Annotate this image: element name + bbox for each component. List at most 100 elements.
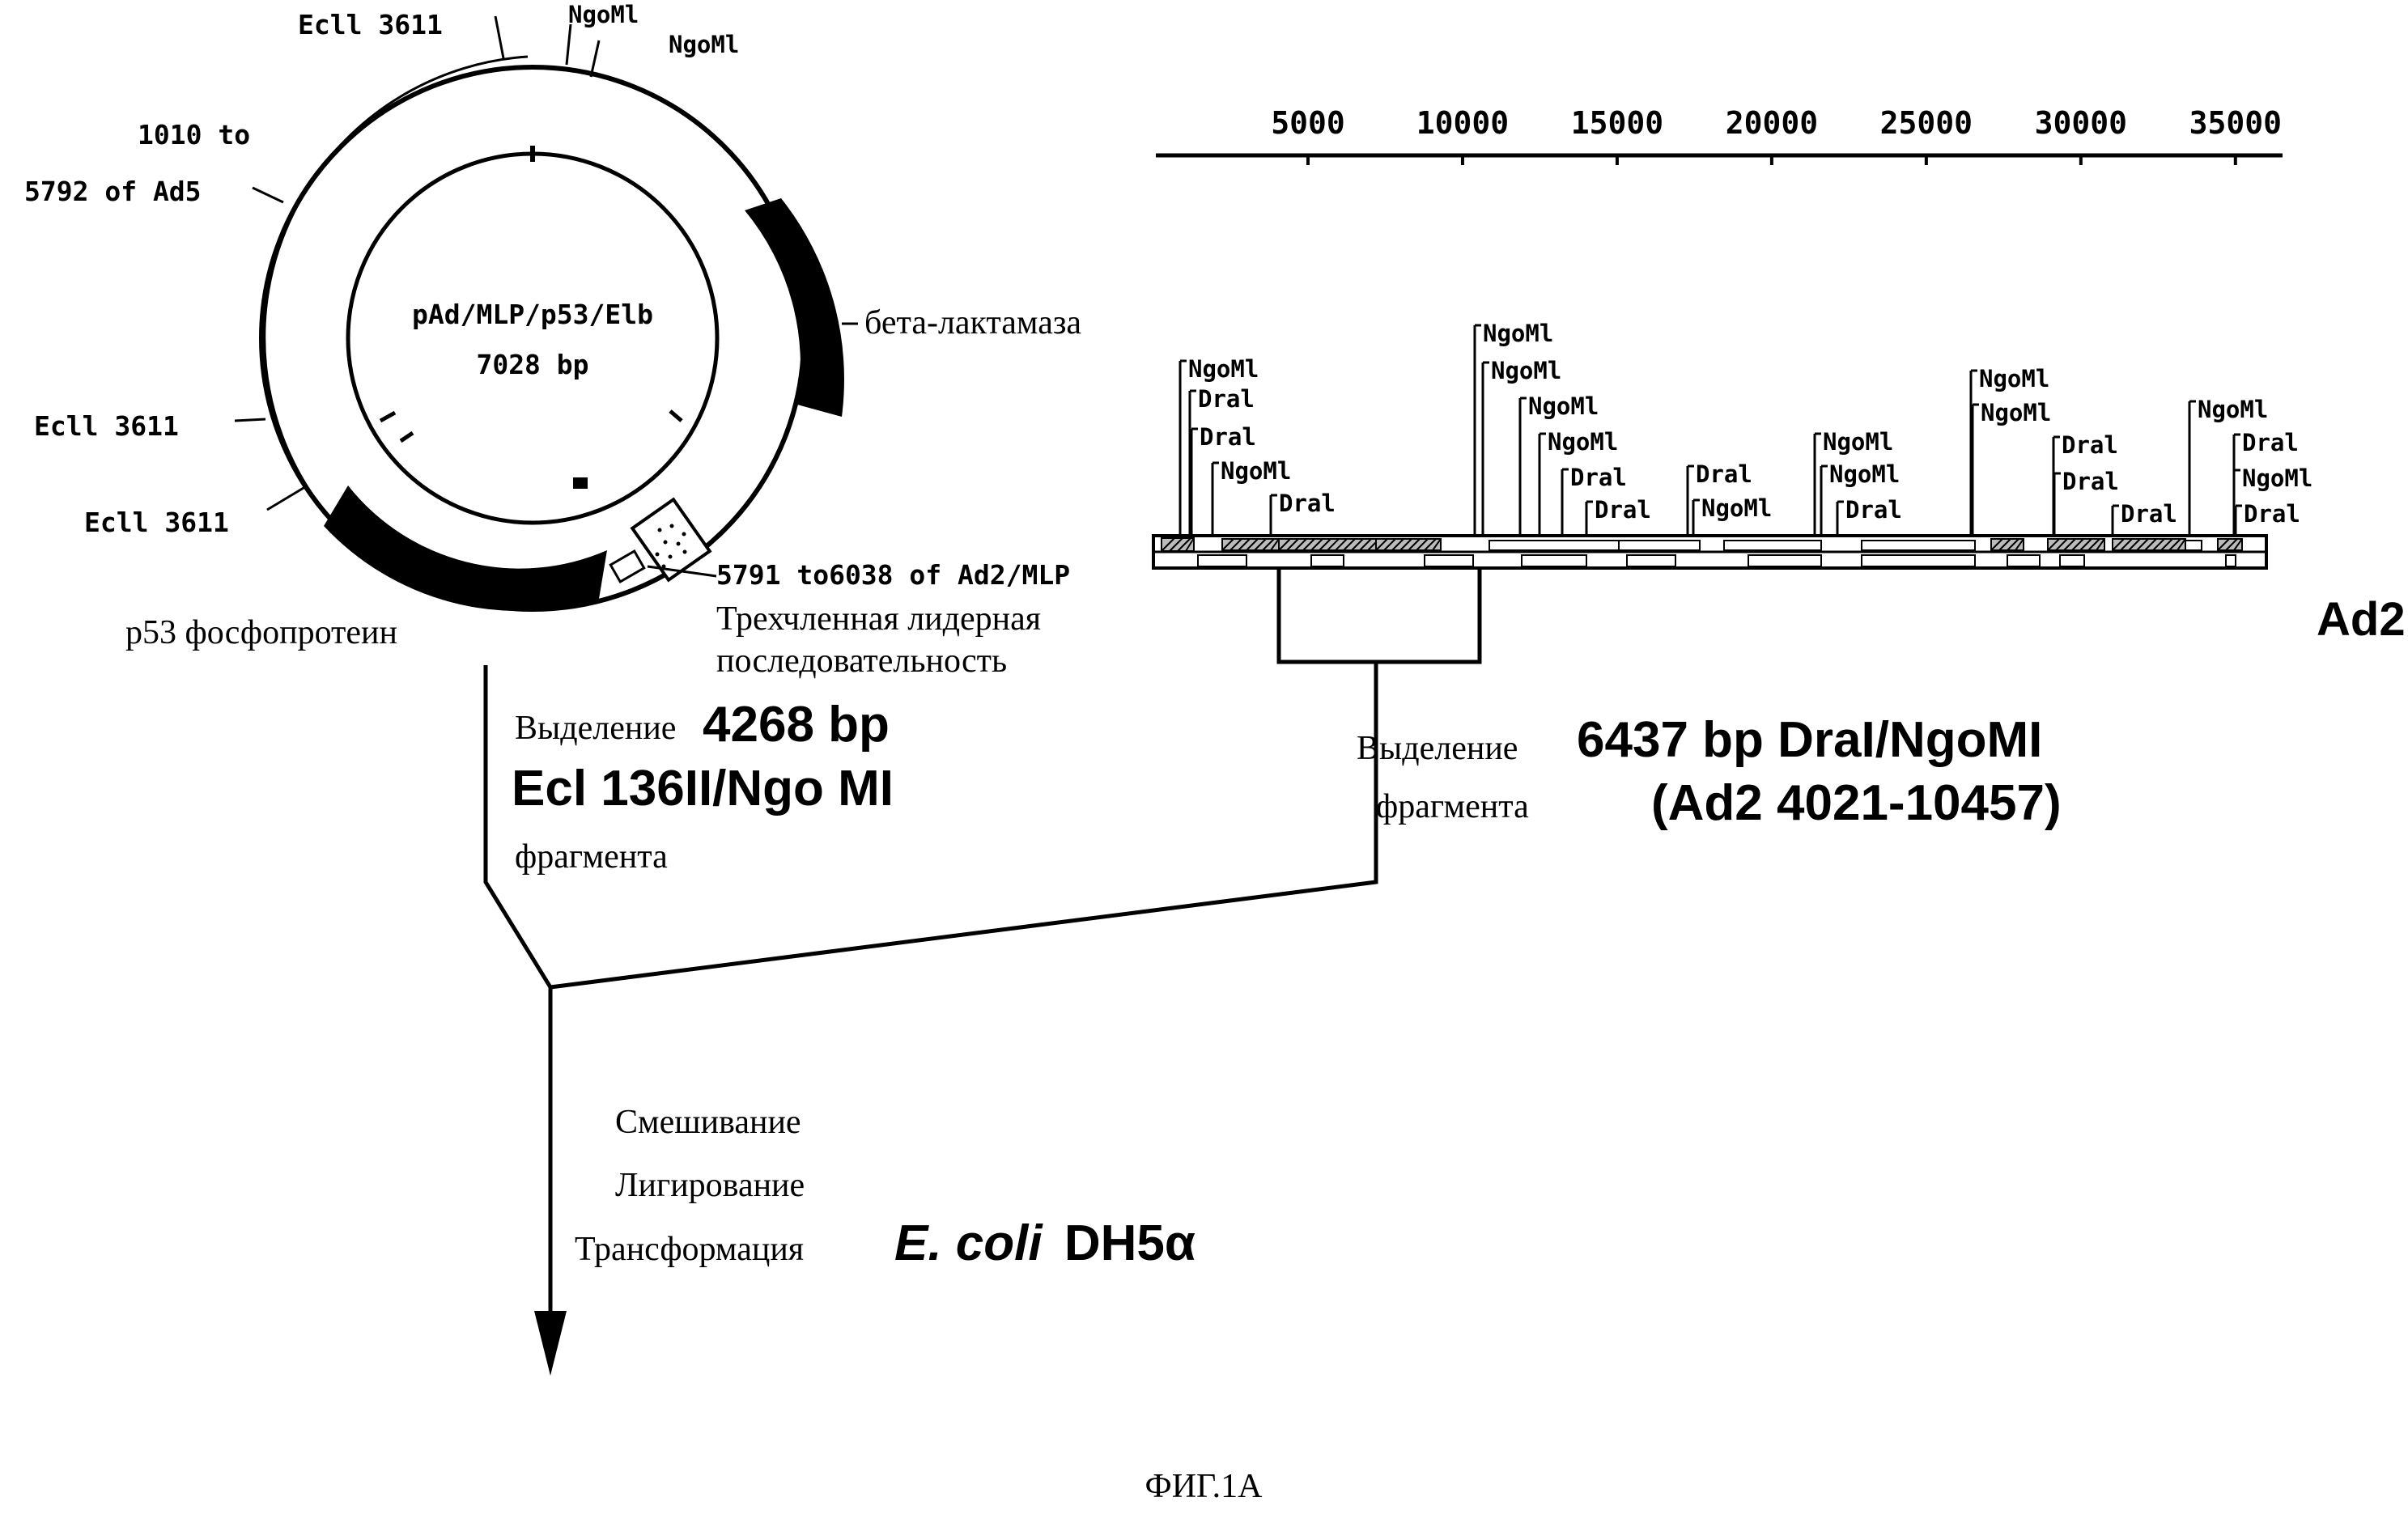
plasmid-name: pAd/MLP/p53/Elb	[412, 299, 653, 330]
restriction-site-labels: NgoMlDralDralNgoMlDralNgoMlNgoMlNgoMlNgo…	[1188, 320, 2312, 528]
site-label: NgoMl	[1823, 428, 1893, 456]
site-label: NgoMl	[1701, 494, 1772, 522]
axis-tick-label: 5000	[1271, 105, 1345, 141]
genome-feature-box	[1619, 541, 1700, 550]
ecl-low-label: Ecll 3611	[84, 507, 229, 538]
genome-feature-box	[2060, 555, 2084, 566]
site-label: NgoMl	[1528, 392, 1599, 420]
step-texts: Выделение 4268 bp Ecl 136II/Ngo MI фрагм…	[512, 697, 2062, 1271]
axis-tick-label: 20000	[1726, 105, 1818, 141]
site-label: Dral	[1279, 490, 1336, 517]
host-organism: E. coli DH5α	[894, 1215, 1196, 1271]
site-label: NgoMl	[1491, 357, 1561, 384]
p53-label: p53 фосфопротеин	[125, 614, 397, 651]
genome-feature-box	[1198, 555, 1246, 566]
ecl-low-leader	[267, 486, 308, 510]
host-species: E. coli	[894, 1215, 1043, 1271]
site-label: Dral	[1570, 464, 1627, 491]
right-isolation-prefix: Выделение	[1357, 730, 1518, 767]
tpl-small-box	[610, 551, 643, 582]
site-label: Dral	[1200, 423, 1256, 451]
site-label: NgoMl	[1548, 428, 1618, 456]
site-label: Dral	[1198, 385, 1255, 413]
ad5-leader	[253, 188, 283, 202]
ad5-line1: 1010 to	[138, 119, 250, 151]
plasmid-size: 7028 bp	[476, 349, 588, 380]
step-ligation: Лигирование	[615, 1167, 805, 1204]
genome-feature-box	[1862, 541, 1975, 550]
ecl-top-leader	[495, 16, 503, 58]
ecl-top-label: Ecll 3611	[298, 9, 443, 40]
site-label: NgoMl	[2198, 396, 2268, 423]
beta-lactamase-block	[745, 198, 844, 417]
left-isolation-suffix: фрагмента	[515, 838, 668, 876]
inner-tick-left2	[401, 433, 413, 441]
site-label: NgoMl	[1979, 365, 2049, 392]
mlp-label-1: 5791 to6038 of Ad2/MLP	[716, 559, 1070, 591]
site-label: NgoMl	[1829, 460, 1900, 488]
genome-feature-box	[1627, 555, 1675, 566]
site-label: Dral	[1595, 496, 1651, 524]
step-mixing: Смешивание	[615, 1104, 801, 1141]
site-label: NgoMl	[1981, 399, 2051, 426]
inner-tick-right	[670, 411, 682, 421]
ecl-mid-leader	[235, 419, 265, 421]
ngom-b-label: NgoMl	[669, 31, 739, 58]
site-label: Dral	[2121, 500, 2177, 528]
genome-feature-box	[2226, 555, 2236, 566]
genome-feature-box	[1489, 541, 1619, 550]
figure-caption: ФИГ.1А	[1145, 1468, 1263, 1505]
site-label: Dral	[2242, 429, 2299, 456]
plasmid-inner-ring	[348, 154, 717, 523]
genome-feature-box	[2007, 555, 2040, 566]
axis-tick-label: 10000	[1416, 105, 1509, 141]
plasmid-map: Ecll 3611 NgoMl NgoMl 1010 to 5792 of Ad…	[24, 1, 1081, 680]
ecl-mid-label: Ecll 3611	[34, 410, 179, 442]
site-label: Dral	[2062, 431, 2118, 459]
left-isolation-size: 4268 bp	[703, 697, 890, 753]
site-label: NgoMl	[1483, 320, 1553, 347]
ngom-a-leader	[567, 24, 571, 65]
right-isolation-size: 6437 bp DraI/NgoMI	[1577, 712, 2042, 768]
axis-tick-label: 30000	[2035, 105, 2127, 141]
step-transformation: Трансформация	[575, 1231, 804, 1268]
site-label: NgoMl	[1221, 457, 1291, 485]
genome-feature-box	[1425, 555, 1473, 566]
genome-axis-labels: 5000 10000 15000 20000 25000 30000 35000	[1271, 105, 2282, 141]
ad2-name: Ad2	[2317, 593, 2406, 646]
beta-label: бета-лактамаза	[864, 304, 1081, 341]
ngom-b-leader	[591, 40, 599, 77]
p53-block	[324, 486, 607, 611]
left-isolation-prefix: Выделение	[515, 710, 676, 747]
axis-tick-label: 25000	[1880, 105, 1973, 141]
mlp-label-3: последовательность	[716, 642, 1007, 680]
inner-mark-bottom	[573, 477, 588, 489]
genome-feature-box	[1724, 541, 1821, 550]
genome-feature-box	[2185, 541, 2202, 550]
site-label: NgoMl	[1188, 355, 1259, 383]
site-label: Dral	[2244, 500, 2300, 528]
site-label: Dral	[1696, 460, 1752, 488]
site-label: Dral	[2062, 468, 2119, 495]
genome-feature-box	[1522, 555, 1586, 566]
site-label: NgoMl	[2242, 464, 2312, 492]
genome-feature-box	[1311, 555, 1344, 566]
site-label: Dral	[1845, 496, 1902, 524]
ngom-a-label: NgoMl	[568, 1, 639, 28]
inner-tick-left	[380, 413, 395, 421]
axis-tick-label: 15000	[1571, 105, 1663, 141]
right-isolation-suffix: фрагмента	[1376, 788, 1529, 825]
fragment-bracket	[1279, 568, 1480, 662]
left-isolation-enzymes: Ecl 136II/Ngo MI	[512, 761, 894, 816]
down-arrow-head	[534, 1311, 567, 1376]
right-isolation-range: (Ad2 4021-10457)	[1651, 775, 2062, 831]
ad5-line2: 5792 of Ad5	[24, 176, 202, 207]
host-strain: DH5α	[1064, 1215, 1196, 1271]
ad5-region-arc	[265, 57, 528, 494]
genome-feature-box	[1862, 555, 1975, 566]
ad2-genome-map: 5000 10000 15000 20000 25000 30000 35000 NgoMl…	[1153, 105, 2406, 662]
genome-feature-box	[1748, 555, 1821, 566]
axis-tick-label: 35000	[2189, 105, 2282, 141]
mlp-label-2: Трехчленная лидерная	[716, 600, 1041, 638]
